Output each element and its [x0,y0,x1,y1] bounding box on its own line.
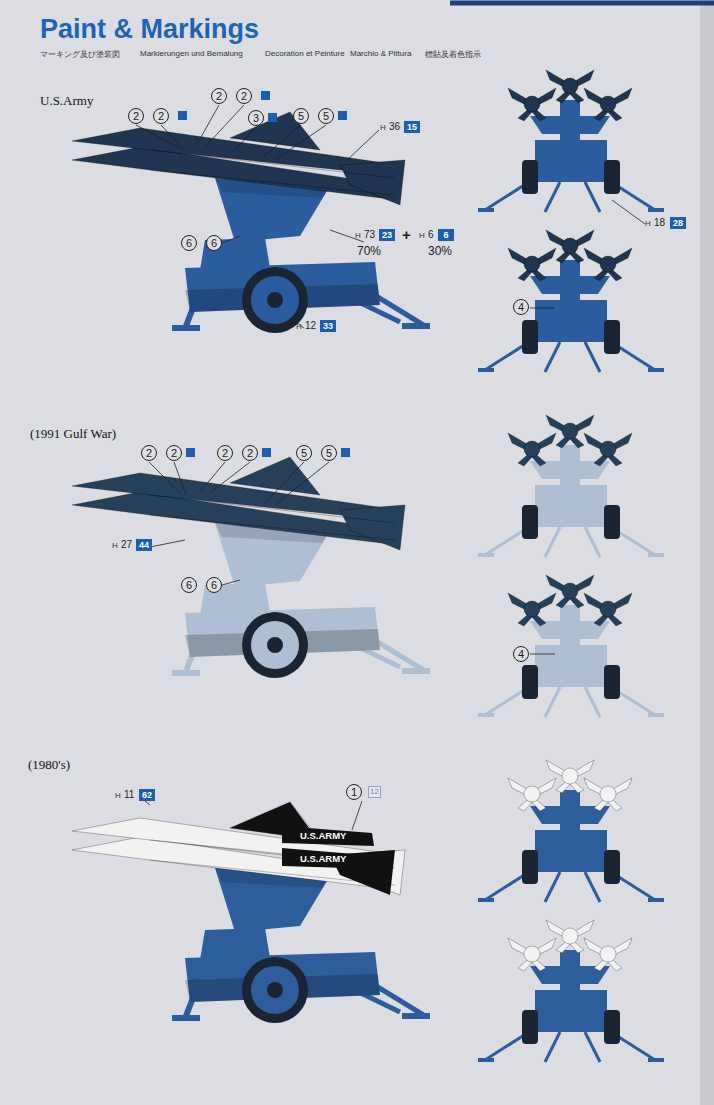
title: Paint & Markings [40,14,259,45]
paint-code-box: 28 [670,217,686,229]
paint-code-box: 62 [139,789,155,801]
callout-number: 5 [318,108,334,124]
mix-ratio: 70% [357,244,381,258]
paint-prefix: H [355,231,361,241]
rear-view [478,920,664,1062]
paint-code: 73 [364,229,375,241]
rear-view [478,575,664,717]
paint-code: 11 [124,789,134,801]
callout-number: 5 [293,108,309,124]
callout-number: 2 [153,108,169,124]
subtitle: 標貼及着色指示 [425,49,481,60]
subtitle: マーキング及び塗装図 [40,49,120,60]
paint-prefix: H [380,123,386,133]
callout-number: 4 [513,646,529,662]
paint-code-box: 6 [438,229,454,241]
paint-code: 18 [654,217,665,229]
callout-number: 2 [217,445,233,461]
callout-number: 4 [513,299,529,315]
paint-code-box: 44 [136,539,152,551]
section-label: (1980's) [28,757,70,773]
callout-number: 6 [181,577,197,593]
side-view [72,457,430,678]
decal-text: U.S.ARMY [300,830,346,842]
front-view [478,760,664,902]
callout-number: 2 [211,88,227,104]
paint-code: 12 [305,320,316,332]
front-view [478,70,664,212]
paint-prefix: H [296,322,302,332]
paint-code: 36 [389,121,400,133]
callout-number: 3 [248,110,264,126]
decal-number: 12 [368,786,381,798]
callout-number: 1 [346,784,362,800]
callout-number: 2 [242,445,258,461]
subtitle: Marchio & Pittura [350,49,411,58]
decal-text: U.S.ARMY [300,853,346,865]
section-label: U.S.Army [40,93,93,109]
section-label: (1991 Gulf War) [30,426,116,442]
mix-sign: + [402,227,411,243]
side-view [72,112,430,333]
paint-code-box: 15 [404,121,420,133]
paint-code-box: 33 [320,320,336,332]
paint-prefix: H [419,231,425,241]
mix-ratio: 30% [428,244,452,258]
callout-number: 2 [128,108,144,124]
paint-code-box: 23 [379,229,395,241]
paint-prefix: H [112,541,118,551]
callout-number: 6 [206,235,222,251]
callout-number: 2 [166,445,182,461]
paint-code: 6 [428,229,434,241]
subtitle: Decoration et Peinture [265,49,345,58]
paint-code: 27 [121,539,132,551]
paint-prefix: H [115,791,121,801]
side-view [72,802,430,1023]
callout-number: 5 [321,445,337,461]
front-view [478,415,664,557]
paint-prefix: H [645,219,651,229]
rear-view [478,230,664,372]
callout-number: 2 [236,88,252,104]
callout-number: 6 [181,235,197,251]
callout-number: 5 [296,445,312,461]
callout-number: 2 [141,445,157,461]
subtitle: Markierungen und Bemalung [140,49,243,58]
callout-number: 6 [206,577,222,593]
